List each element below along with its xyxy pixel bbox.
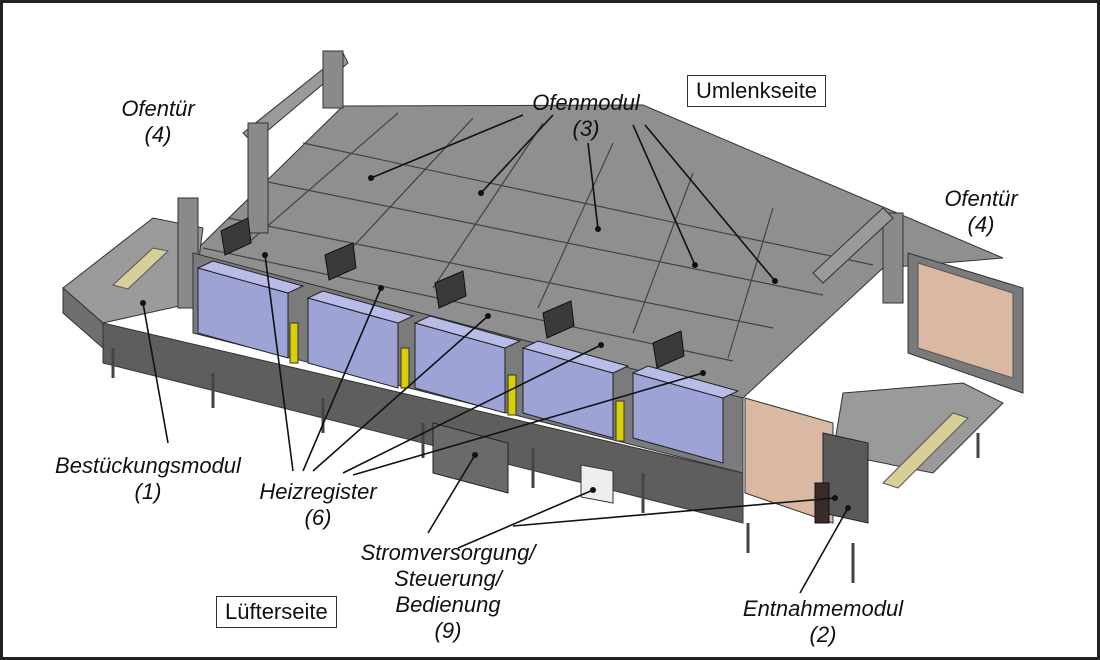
label-heizregister-num: (6) [304,505,332,530]
control-panel [580,464,614,504]
label-entnahmemodul-name: Entnahmemodul [742,596,904,621]
label-bestueckungsmodul: Bestückungsmodul (1) [38,453,258,505]
right-door-glass [917,262,1014,379]
leader-lines [142,114,849,594]
label-bestueckungsmodul-num: (1) [134,479,162,504]
left-frame-post2 [247,122,269,234]
right-frame-arm [812,207,894,284]
label-heizregister-name: Heizregister [259,479,377,504]
right-frame-post [882,212,904,304]
roof-grid [202,112,874,362]
label-ofentuer-left-name: Ofentür [121,96,195,121]
label-ofentuer-left: Ofentür (4) [108,96,208,148]
label-stromversorgung-num: (9) [434,618,462,643]
label-bestueckungsmodul-name: Bestückungsmodul [55,453,241,478]
leader-dots [140,175,851,511]
fan-units [220,217,685,369]
label-ofenmodul-num: (3) [572,116,600,141]
label-ofentuer-left-num: (4) [144,122,172,147]
label-ofenmodul: Ofenmodul (3) [511,90,661,142]
label-luefterseite: Lüfterseite [216,596,337,628]
yellow-cylinders [289,322,625,442]
label-ofentuer-right: Ofentür (4) [931,186,1031,238]
label-stromversorgung-line2: Steuerung/ [394,566,502,591]
oven-machine-drawing [62,50,1024,594]
unloading-module-rail [882,412,969,489]
label-ofentuer-right-num: (4) [967,212,995,237]
loading-module-rail [111,247,170,290]
label-entnahmemodul: Entnahmemodul (2) [718,596,928,648]
label-ofenmodul-name: Ofenmodul [532,90,640,115]
label-umlenkseite: Umlenkseite [687,75,827,107]
label-ofentuer-right-name: Ofentür [944,186,1018,211]
label-stromversorgung-line1: Stromversorgung/ [360,540,536,565]
signal-light [814,482,830,524]
label-heizregister: Heizregister (6) [243,479,393,531]
label-stromversorgung: Stromversorgung/ Steuerung/ Bedienung (9… [343,540,553,644]
label-stromversorgung-line3: Bedienung [395,592,501,617]
label-entnahmemodul-num: (2) [809,622,837,647]
unloading-door [744,397,834,524]
machine-legs [111,348,980,583]
left-frame-post3 [322,50,344,109]
